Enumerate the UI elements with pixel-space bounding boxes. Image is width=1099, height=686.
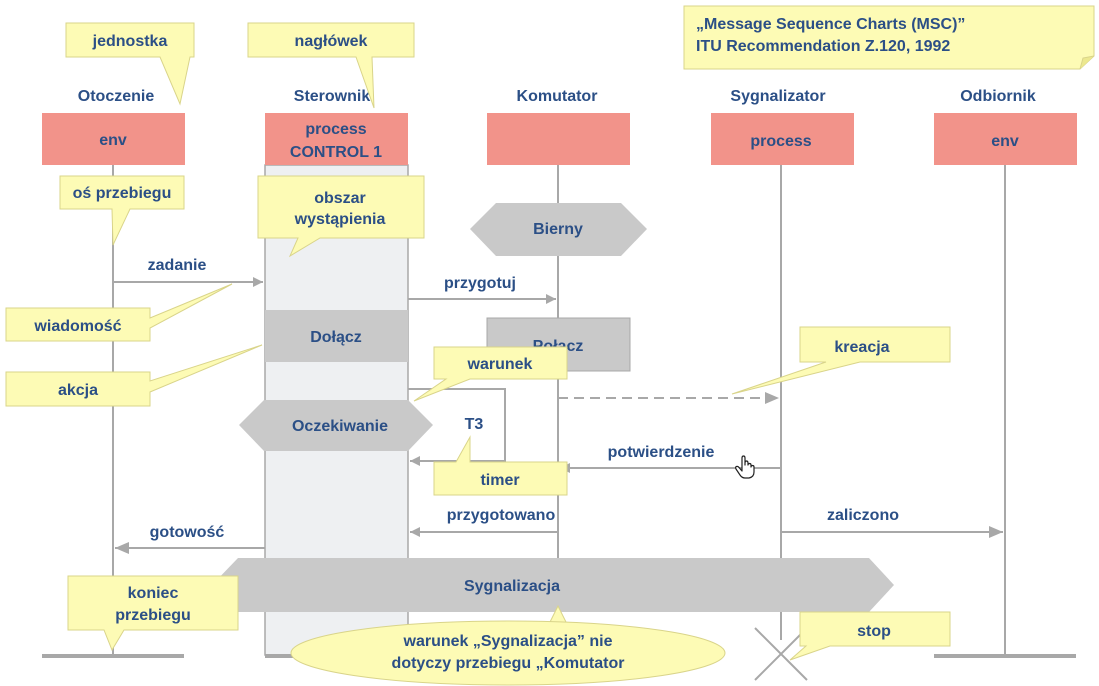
instance-box-komutator xyxy=(487,113,630,165)
title-note: „Message Sequence Charts (MSC)” ITU Reco… xyxy=(683,5,1095,70)
stop-cross-b xyxy=(754,627,808,681)
message-potwierdzenie-label: potwierdzenie xyxy=(608,444,715,461)
callout-koniec-line1: koniec xyxy=(128,585,179,602)
message-gotowosc-label: gotowość xyxy=(150,524,225,541)
instance-box-sygnalizator xyxy=(711,113,854,165)
instance-kind-sterownik-1: process xyxy=(305,121,366,138)
message-zaliczono-label: zaliczono xyxy=(827,507,899,524)
callout-akcja-text: akcja xyxy=(58,382,98,399)
message-przygotuj-label: przygotuj xyxy=(444,275,516,292)
instance-kind-otoczenie: env xyxy=(99,132,127,149)
title-note-line1: „Message Sequence Charts (MSC)” xyxy=(696,16,965,33)
callout-obszar-line1: obszar xyxy=(314,190,366,207)
instance-box-odbiornik xyxy=(934,113,1077,165)
message-zadanie-label: zadanie xyxy=(148,257,207,274)
callout-jednostka: jednostka xyxy=(65,22,195,106)
hand-cursor-icon xyxy=(735,455,755,479)
callout-stop: stop xyxy=(789,611,951,661)
condition-bierny xyxy=(470,203,647,256)
callout-note-line2: dotyczy przebiegu „Komutator xyxy=(392,655,625,672)
condition-sygnalizacja xyxy=(212,558,894,612)
instance-name-otoczenie: Otoczenie xyxy=(78,88,155,105)
message-przygotowano-label: przygotowano xyxy=(447,507,556,524)
callout-akcja: akcja xyxy=(5,344,263,407)
title-note-line2: ITU Recommendation Z.120, 1992 xyxy=(696,38,950,55)
callout-os-przebiegu: oś przebiegu xyxy=(59,175,185,246)
instance-name-odbiornik: Odbiornik xyxy=(960,88,1036,105)
callout-timer-text: timer xyxy=(480,472,519,489)
callout-stop-text: stop xyxy=(857,623,891,640)
callout-warunek: warunek xyxy=(413,346,568,402)
callout-note-line1: warunek „Sygnalizacja” nie xyxy=(403,633,613,650)
callout-wiadomosc: wiadomość xyxy=(5,283,233,342)
instance-kind-odbiornik: env xyxy=(991,133,1019,150)
callout-note-sygnalizacja: warunek „Sygnalizacja” nie dotyczy przeb… xyxy=(290,604,726,686)
instance-box-otoczenie xyxy=(42,113,185,165)
instance-name-sterownik: Sterownik xyxy=(294,88,371,105)
condition-bierny-label: Bierny xyxy=(533,221,583,238)
callout-obszar-line2: wystąpienia xyxy=(294,211,386,228)
instance-kind-sygnalizator: process xyxy=(750,133,811,150)
instance-name-komutator: Komutator xyxy=(517,88,598,105)
callout-kreacja: kreacja xyxy=(731,326,951,395)
condition-oczekiwanie xyxy=(239,400,433,451)
timer-t3-label: T3 xyxy=(465,416,484,433)
condition-oczekiwanie-label: Oczekiwanie xyxy=(292,418,388,435)
instance-kind-sterownik-2: CONTROL 1 xyxy=(290,144,382,161)
callout-obszar-wystapienia: obszar wystąpienia xyxy=(257,175,425,258)
callout-kreacja-text: kreacja xyxy=(834,339,889,356)
instance-name-sygnalizator: Sygnalizator xyxy=(730,88,825,105)
callout-koniec-line2: przebiegu xyxy=(115,607,191,624)
action-dolacz-label: Dołącz xyxy=(310,329,362,346)
callout-os-przebiegu-text: oś przebiegu xyxy=(73,185,172,202)
callout-wiadomosc-text: wiadomość xyxy=(33,318,121,335)
callout-koniec-przebiegu: koniec przebiegu xyxy=(67,575,239,652)
action-dolacz xyxy=(265,310,408,362)
callout-jednostka-text: jednostka xyxy=(92,33,168,50)
callout-warunek-text: warunek xyxy=(467,356,533,373)
callout-naglowek: nagłówek xyxy=(247,22,415,109)
callout-naglowek-text: nagłówek xyxy=(295,33,368,50)
callout-timer: timer xyxy=(433,435,568,496)
condition-sygnalizacja-label: Sygnalizacja xyxy=(464,578,560,595)
instance-box-sterownik xyxy=(265,113,408,165)
